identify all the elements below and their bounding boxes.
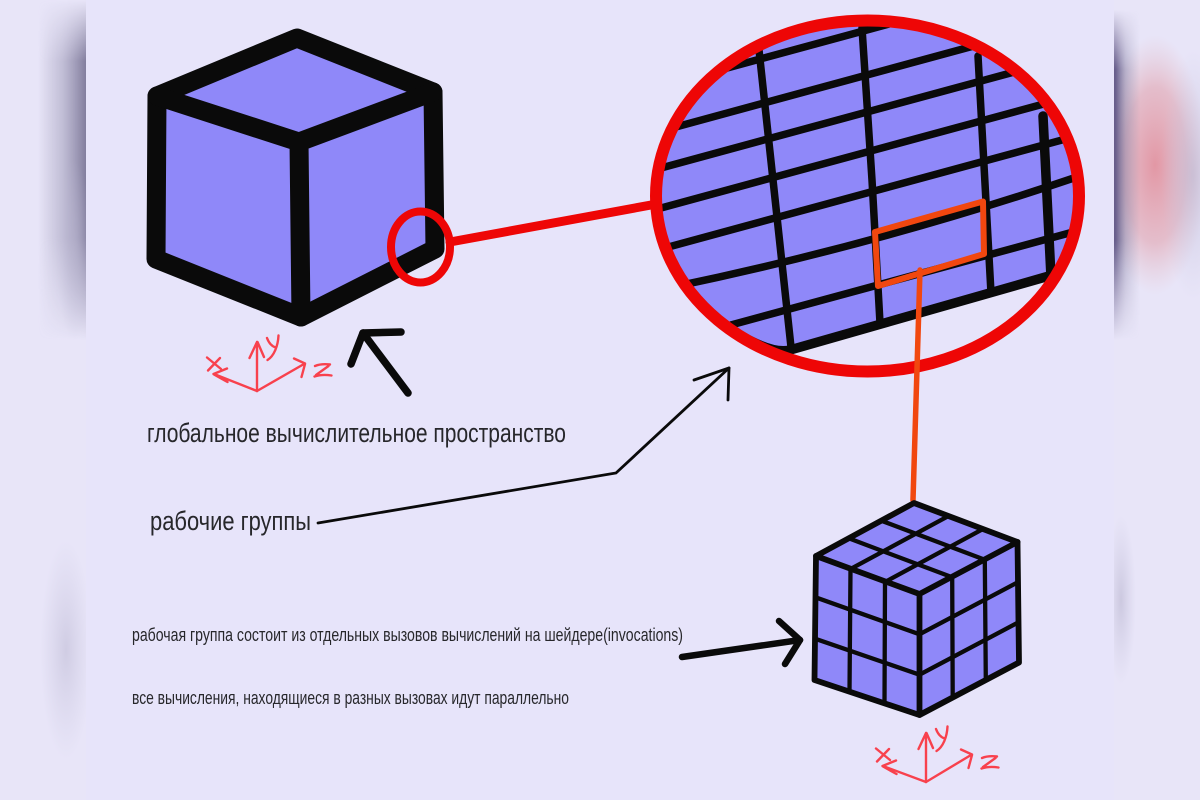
svg-text:рабочие группы: рабочие группы [150, 506, 311, 536]
svg-text:глобальное вычислительное прос: глобальное вычислительное пространство [147, 418, 566, 448]
svg-text:рабочая группа состоит из отде: рабочая группа состоит из отдельных вызо… [132, 625, 683, 645]
svg-text:все вычисления, находящиеся в: все вычисления, находящиеся в разных выз… [132, 688, 569, 708]
